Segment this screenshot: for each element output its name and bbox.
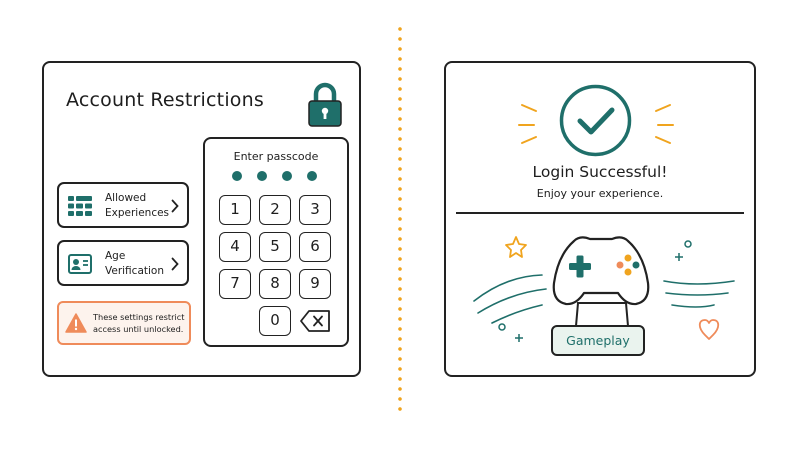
warning-text: These settings restrict access until unl… — [93, 312, 185, 334]
chevron-right-icon — [171, 199, 179, 213]
id-card-icon — [68, 254, 92, 274]
key-7[interactable]: 7 — [219, 269, 251, 299]
allowed-experiences-label: Allowed Experiences — [105, 192, 170, 219]
restriction-warning: These settings restrict access until unl… — [57, 301, 191, 345]
success-title: Login Successful! — [532, 163, 668, 181]
passcode-dot — [307, 171, 317, 181]
grid-icon — [68, 196, 92, 216]
passcode-dots — [232, 171, 322, 183]
game-controller-illustration — [473, 236, 735, 342]
passcode-dot — [257, 171, 267, 181]
key-3[interactable]: 3 — [299, 195, 331, 225]
login-success-panel: Login Successful! Enjoy your experience. — [444, 61, 756, 377]
gameplay-button[interactable]: Gameplay — [551, 325, 645, 356]
backspace-button[interactable] — [299, 306, 331, 336]
age-verification-label: Age Verification — [105, 250, 164, 277]
key-5[interactable]: 5 — [259, 232, 291, 262]
account-restrictions-panel: Account Restrictions Allowed Experiences — [42, 61, 361, 377]
keypad-title: Enter passcode — [233, 150, 319, 163]
key-6[interactable]: 6 — [299, 232, 331, 262]
warning-icon — [65, 313, 87, 333]
key-8[interactable]: 8 — [259, 269, 291, 299]
chevron-right-icon — [171, 257, 179, 271]
success-subtitle: Enjoy your experience. — [536, 187, 664, 200]
passcode-dot — [282, 171, 292, 181]
checkmark-icon — [559, 84, 632, 157]
key-0[interactable]: 0 — [259, 306, 291, 336]
key-1[interactable]: 1 — [219, 195, 251, 225]
panel-title: Account Restrictions — [66, 89, 264, 111]
passcode-dot — [232, 171, 242, 181]
lock-icon — [308, 82, 342, 127]
celebration-rays-icon — [518, 104, 674, 144]
age-verification-button[interactable]: Age Verification — [57, 240, 189, 286]
dotted-divider — [398, 24, 402, 416]
key-4[interactable]: 4 — [219, 232, 251, 262]
key-2[interactable]: 2 — [259, 195, 291, 225]
allowed-experiences-button[interactable]: Allowed Experiences — [57, 182, 189, 228]
section-divider — [456, 212, 744, 214]
backspace-icon — [300, 310, 330, 332]
passcode-keypad: Enter passcode 1 2 3 4 5 6 7 8 9 0 — [203, 137, 349, 347]
key-9[interactable]: 9 — [299, 269, 331, 299]
